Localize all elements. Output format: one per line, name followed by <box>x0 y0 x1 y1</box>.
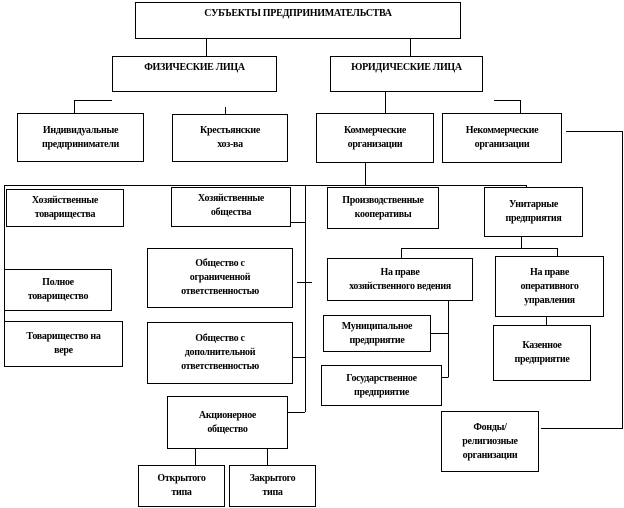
peasant-farms-node: Крестьянские хоз-ва <box>172 114 288 162</box>
node-label: Товарищество на <box>26 331 101 342</box>
node-label: Полное <box>42 277 74 288</box>
node-label: хоз-ва <box>217 139 243 150</box>
node-label: Государственное <box>346 372 417 384</box>
node-label: предприятие <box>514 354 570 365</box>
joint-stock-company-node: Акционерное общество <box>167 396 288 449</box>
unitary-enterprises-node: Унитарные предприятия <box>484 187 583 237</box>
node-label: предприниматели <box>41 138 119 150</box>
node-label: ответственностью <box>181 286 259 297</box>
node-label: Акционерное <box>198 409 257 421</box>
connector <box>430 300 547 378</box>
node-label: общество <box>207 423 248 435</box>
full-partnership-node: Полное товарищество <box>4 269 112 311</box>
node-label: предприятие <box>354 386 409 398</box>
node-label: общества <box>210 207 252 218</box>
economic-management-node: На праве хозяйственного ведения <box>327 258 473 301</box>
node-label: предприятие <box>349 334 405 346</box>
connector <box>287 222 312 413</box>
node-label: Общество с <box>195 333 245 344</box>
node-label: кооперативы <box>354 209 412 220</box>
root-node: СУБЪЕКТЫ ПРЕДПРИНИМАТЕЛЬСТВА <box>135 2 461 39</box>
node-label: Коммерческие <box>344 125 406 136</box>
node-label: Муниципальное <box>341 320 413 332</box>
node-label: Производственные <box>342 195 424 206</box>
treasury-enterprise-node: Казенное предприятие <box>493 325 591 381</box>
business-societies-node: Хозяйственные общества <box>171 187 291 227</box>
node-label: товарищество <box>27 291 89 302</box>
limited-partnership-node: Товарищество на вере <box>4 321 123 367</box>
closed-type-node: Закрытого типа <box>229 465 316 507</box>
node-label: Крестьянские <box>200 125 260 136</box>
node-label: предприятия <box>505 213 562 224</box>
node-label: вере <box>54 345 73 356</box>
node-label: организации <box>347 139 403 150</box>
connector <box>401 236 558 258</box>
municipal-enterprise-node: Муниципальное предприятие <box>323 315 431 352</box>
node-label: хозяйственного ведения <box>349 280 451 292</box>
node-label: дополнительной <box>184 347 256 358</box>
node-label: ЮРИДИЧЕСКИЕ ЛИЦА <box>351 62 462 73</box>
node-label: Общество с <box>195 258 245 269</box>
node-label: На праве <box>529 266 570 278</box>
node-label: товарищества <box>34 209 96 220</box>
node-label: религиозные <box>462 435 518 447</box>
node-label: типа <box>171 487 192 498</box>
node-label: ответственностью <box>181 361 259 372</box>
node-label: Открытого <box>157 473 206 484</box>
node-label: Хозяйственные <box>197 193 265 204</box>
llc-node: Общество с ограниченной ответственностью <box>147 248 293 308</box>
connector <box>195 448 268 465</box>
connector <box>385 91 521 113</box>
individual-entrepreneurs-node: Индивидуальные предприниматели <box>17 113 144 162</box>
node-label: СУБЪЕКТЫ ПРЕДПРИНИМАТЕЛЬСТВА <box>204 8 392 19</box>
business-partnerships-node: Хозяйственные товарищества <box>6 189 124 227</box>
funds-religious-orgs-node: Фонды/религиозные организации <box>441 411 539 472</box>
node-label: Хозяйственные <box>31 195 99 206</box>
commercial-orgs-node: Коммерческие организации <box>316 113 434 163</box>
noncommercial-orgs-node: Некоммерческие организации <box>442 113 562 163</box>
node-label: Некоммерческие <box>465 125 539 136</box>
production-cooperatives-node: Производственные кооперативы <box>327 187 439 229</box>
node-label: Казенное <box>522 340 562 351</box>
node-label: оперативного <box>520 280 579 292</box>
node-label: ограниченной <box>189 272 251 283</box>
physical-persons-node: ФИЗИЧЕСКИЕ ЛИЦА <box>112 56 277 92</box>
additional-liability-company-node: Общество с дополнительной ответственностью <box>147 322 293 384</box>
node-label: Индивидуальные <box>42 124 119 136</box>
node-label: Фонды/ <box>473 421 507 433</box>
operational-management-node: На праве оперативного управления <box>495 256 604 317</box>
node-label: Унитарные <box>509 199 558 210</box>
connector <box>541 131 623 429</box>
node-label: управления <box>524 294 575 306</box>
open-type-node: Открытого типа <box>138 465 225 507</box>
node-label: На праве <box>380 266 420 278</box>
node-label: организации <box>462 449 518 461</box>
state-enterprise-node: Государственное предприятие <box>321 365 442 406</box>
node-label: ФИЗИЧЕСКИЕ ЛИЦА <box>144 62 245 73</box>
connector <box>4 162 527 412</box>
legal-entities-node: ЮРИДИЧЕСКИЕ ЛИЦА <box>330 56 483 92</box>
node-label: Закрытого <box>249 473 296 484</box>
node-label: организации <box>474 139 530 150</box>
node-label: типа <box>262 487 283 498</box>
